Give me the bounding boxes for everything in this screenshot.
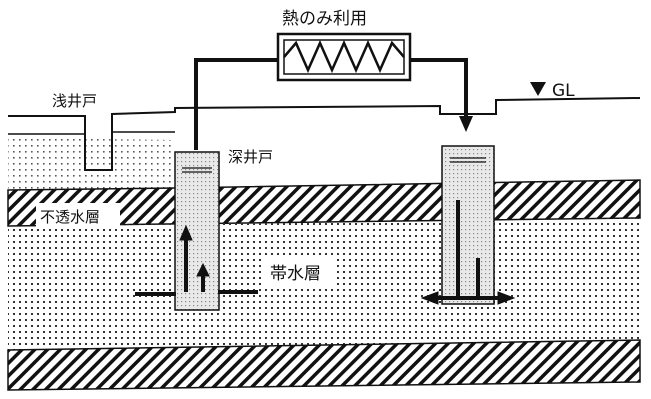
heat-use-label: 熱のみ利用 (282, 9, 367, 29)
inflow-arrows-left (135, 224, 258, 296)
impermeable-layer-label: 不透水層 (40, 208, 100, 226)
shallow-soil-layer (8, 138, 175, 190)
shallow-well-label: 浅井戸 (52, 92, 97, 110)
ground-surface-line (8, 97, 641, 171)
return-pipe (410, 58, 468, 118)
deep-well-right (441, 145, 495, 305)
deep-well-label: 深井戸 (228, 148, 273, 166)
heat-exchanger-coil (283, 39, 405, 74)
ground-level-marker-icon (530, 82, 546, 96)
deep-well-left (174, 151, 220, 311)
outflow-arrows-right (420, 200, 516, 305)
bottom-impermeable-layer (7, 339, 641, 391)
ground-surface-line-2 (8, 131, 175, 135)
supply-pipe (194, 58, 278, 150)
ground-level-label: GL (552, 81, 575, 101)
aquifer-label: 帯水層 (270, 264, 321, 284)
return-arrow-head (459, 116, 473, 132)
